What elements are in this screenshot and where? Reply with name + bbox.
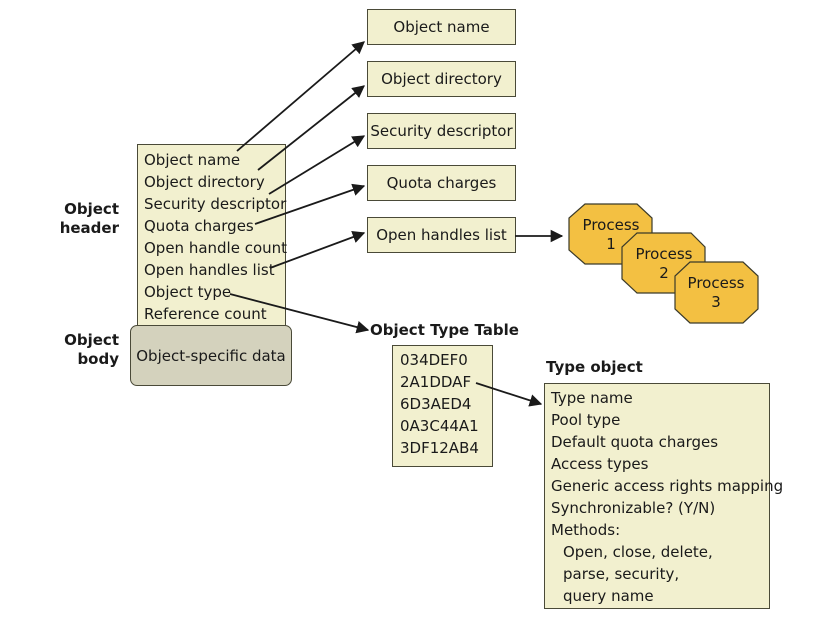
object-header-label-line2: header [59, 219, 119, 237]
header-field-object-name: Object name [144, 151, 241, 169]
object-header-label-line1: Object [64, 200, 119, 218]
type-table-entry: 034DEF0 [400, 351, 468, 369]
process-1-shape [568, 203, 653, 265]
type-object-method: query name [563, 587, 654, 605]
type-object-box: Type name Pool type Default quota charge… [544, 383, 784, 609]
header-field-open-handles-list: Open handles list [144, 261, 275, 279]
target-box-quota-charges: Quota charges [367, 165, 516, 201]
header-field-object-type: Object type [144, 283, 232, 301]
type-table-entry: 2A1DDAF [400, 373, 472, 391]
process-3-number: 3 [711, 293, 721, 311]
type-object-field: Synchronizable? (Y/N) [551, 499, 716, 517]
type-object-method: parse, security, [563, 565, 680, 583]
type-table-entry: 6D3AED4 [400, 395, 472, 413]
process-3-label: Process [688, 274, 745, 292]
target-box-object-directory-text: Object directory [381, 70, 502, 88]
header-field-open-handle-count: Open handle count [144, 239, 288, 257]
arrow-object-name [236, 41, 365, 152]
target-box-security-descriptor: Security descriptor [367, 113, 516, 149]
type-object-field: Access types [551, 455, 649, 473]
type-object-title: Type object [546, 358, 643, 376]
object-body-text: Object-specific data [136, 346, 286, 365]
object-type-table-box: 034DEF0 2A1DDAF 6D3AED4 0A3C44A1 3DF12AB… [392, 345, 493, 467]
object-type-table-title: Object Type Table [370, 321, 519, 339]
object-header-box: Object name Object directory Security de… [137, 144, 288, 328]
target-box-open-handles-list-text: Open handles list [376, 226, 507, 244]
object-body-label: Object body [56, 331, 119, 369]
target-box-object-name-text: Object name [393, 18, 490, 36]
type-table-entry: 0A3C44A1 [400, 417, 479, 435]
target-box-quota-charges-text: Quota charges [386, 174, 497, 192]
process-3-shape [674, 261, 759, 324]
target-box-security-descriptor-text: Security descriptor [370, 122, 513, 140]
type-object-method: Open, close, delete, [563, 543, 713, 561]
target-box-object-directory: Object directory [367, 61, 516, 97]
process-2-label: Process [636, 245, 693, 263]
type-object-field: Methods: [551, 521, 621, 539]
target-box-object-name: Object name [367, 9, 516, 45]
target-box-open-handles-list: Open handles list [367, 217, 516, 253]
process-2-number: 2 [659, 264, 669, 282]
header-field-security-descriptor: Security descriptor [144, 195, 287, 213]
header-field-quota-charges: Quota charges [144, 217, 254, 235]
header-field-reference-count: Reference count [144, 305, 267, 323]
type-object-field: Generic access rights mapping [551, 477, 784, 495]
header-field-object-directory: Object directory [144, 173, 265, 191]
process-2-shape [621, 232, 706, 294]
type-object-field: Default quota charges [551, 433, 719, 451]
object-body-label-line2: body [77, 350, 119, 368]
object-body-label-line1: Object [64, 331, 119, 349]
type-object-field: Type name [551, 389, 633, 407]
process-1-label: Process [583, 216, 640, 234]
process-1-number: 1 [606, 235, 616, 253]
object-header-label: Object header [56, 200, 119, 238]
type-object-field: Pool type [551, 411, 621, 429]
type-table-entry: 3DF12AB4 [400, 439, 479, 457]
object-body-box: Object-specific data [130, 325, 292, 386]
